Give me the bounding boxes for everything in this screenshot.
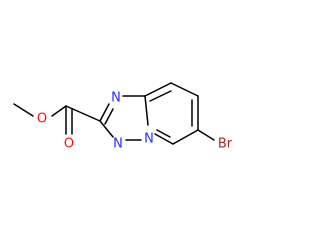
bond-c6-c5 xyxy=(172,129,199,145)
atom-o-ester: O xyxy=(37,112,47,127)
bond-c8a-c8 xyxy=(144,82,172,97)
bond-c8-c7 xyxy=(170,82,199,97)
bond-c5-n4-double xyxy=(156,129,171,138)
bond-o-carbonylc xyxy=(51,105,67,117)
bond-c6-br xyxy=(197,129,215,141)
bond-methyl-o xyxy=(13,103,34,117)
atom-br: Br xyxy=(218,137,233,152)
bond-c2-n3 xyxy=(99,103,110,122)
atom-o-carbonyl: O xyxy=(64,137,74,152)
bond-c8a-n4 xyxy=(144,95,149,126)
bond-c5-n4 xyxy=(154,133,174,145)
molecule-structure: O O N N N Br xyxy=(13,82,233,152)
bond-c8a-c8-double xyxy=(149,90,172,102)
bond-n1-c2 xyxy=(99,120,114,138)
atom-n3: N xyxy=(111,91,121,106)
bond-carbonylc-c2 xyxy=(65,105,101,122)
structure-canvas: O O N N N Br xyxy=(13,82,233,152)
atom-n1: N xyxy=(113,137,123,152)
bond-c2-n3-double xyxy=(104,108,114,125)
atom-n4: N xyxy=(144,132,154,147)
